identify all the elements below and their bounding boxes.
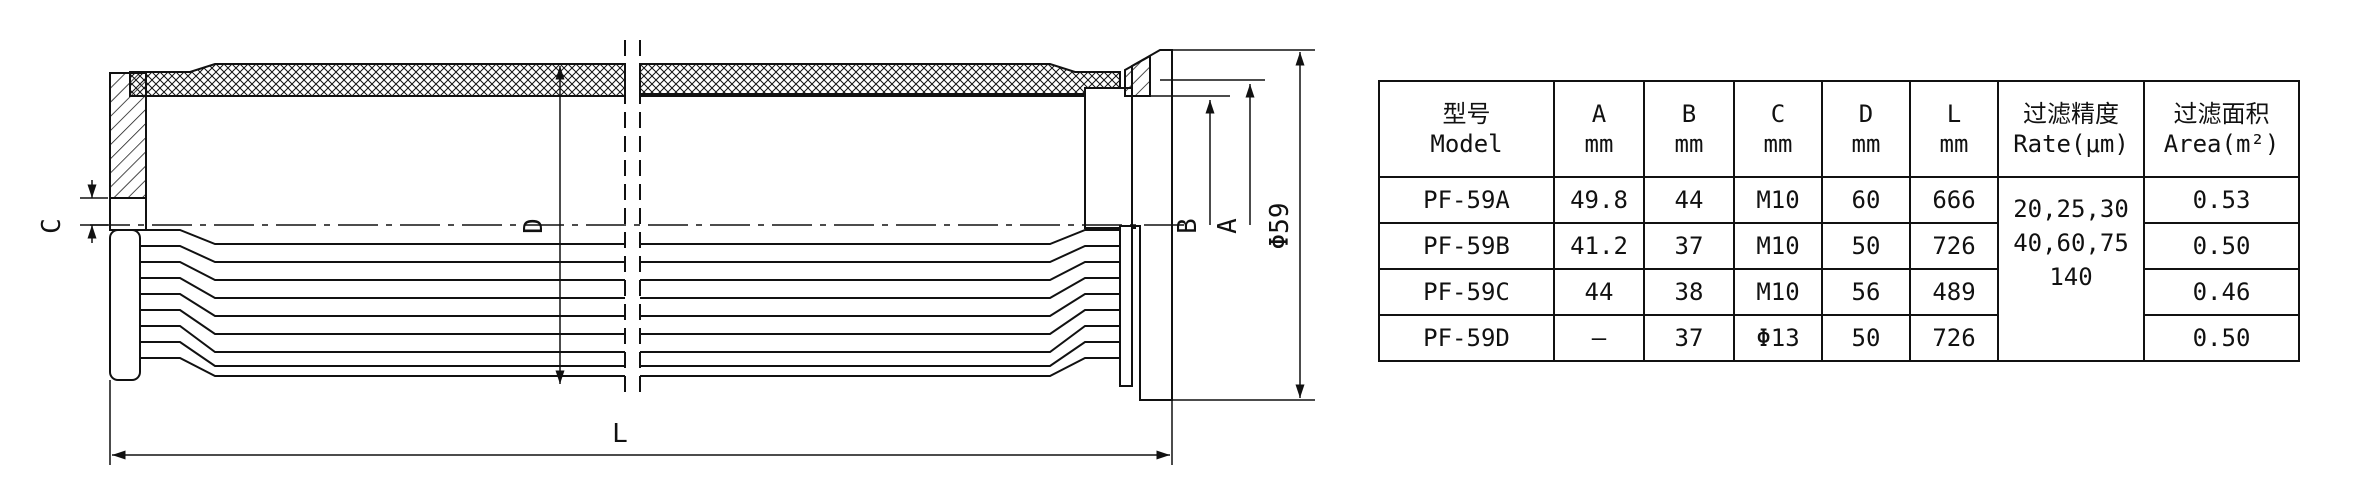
cell-a: —	[1553, 314, 1645, 362]
break-lines	[624, 40, 641, 400]
cell-b: 37	[1643, 314, 1735, 362]
cell-c: M10	[1733, 176, 1823, 224]
tube-outline	[146, 87, 1136, 229]
cell-b: 44	[1643, 176, 1735, 224]
cell-a: 44	[1553, 268, 1645, 316]
filter-element-drawing: C D B A Φ59 L	[37, 40, 1315, 465]
cell-l: 489	[1909, 268, 1999, 316]
cell-c: M10	[1733, 268, 1823, 316]
cell-b: 37	[1643, 222, 1735, 270]
table-row: PF-59D — 37 Φ13 50 726 0.50	[1378, 314, 2300, 362]
cell-d: 56	[1821, 268, 1911, 316]
cell-a: 49.8	[1553, 176, 1645, 224]
cell-model: PF-59A	[1378, 176, 1555, 224]
cell-rate: 20,25,30 40,60,75 140	[1997, 176, 2145, 362]
cell-area: 0.50	[2143, 222, 2300, 270]
cell-c: Φ13	[1733, 314, 1823, 362]
cell-l: 666	[1909, 176, 1999, 224]
cell-d: 60	[1821, 176, 1911, 224]
pleat-lines	[140, 225, 1133, 387]
left-end-cap	[109, 72, 147, 381]
dim-label-diameter: Φ59	[1265, 203, 1295, 250]
dim-label-l: L	[612, 419, 628, 449]
cell-a: 41.2	[1553, 222, 1645, 270]
dim-label-a: A	[1213, 218, 1243, 234]
cell-model: PF-59B	[1378, 222, 1555, 270]
cell-l: 726	[1909, 222, 1999, 270]
cell-area: 0.46	[2143, 268, 2300, 316]
cell-model: PF-59C	[1378, 268, 1555, 316]
cell-c: M10	[1733, 222, 1823, 270]
dim-label-c: C	[37, 218, 67, 234]
dimension-lines	[80, 49, 1315, 465]
cell-d: 50	[1821, 314, 1911, 362]
cell-model: PF-59D	[1378, 314, 1555, 362]
cell-area: 0.53	[2143, 176, 2300, 224]
table-row: PF-59C 44 38 M10 56 489 0.46	[1378, 268, 2300, 316]
dim-label-d: D	[519, 218, 549, 234]
cell-d: 50	[1821, 222, 1911, 270]
table-row: PF-59B 41.2 37 M10 50 726 0.50	[1378, 222, 2300, 270]
cell-l: 726	[1909, 314, 1999, 362]
table-row: PF-59A 49.8 44 M10 60 666 20,25,30 40,60…	[1378, 176, 2300, 362]
cell-b: 38	[1643, 268, 1735, 316]
dim-label-b: B	[1173, 218, 1203, 234]
dimension-labels: C D B A Φ59 L	[37, 203, 1295, 449]
cell-area: 0.50	[2143, 314, 2300, 362]
